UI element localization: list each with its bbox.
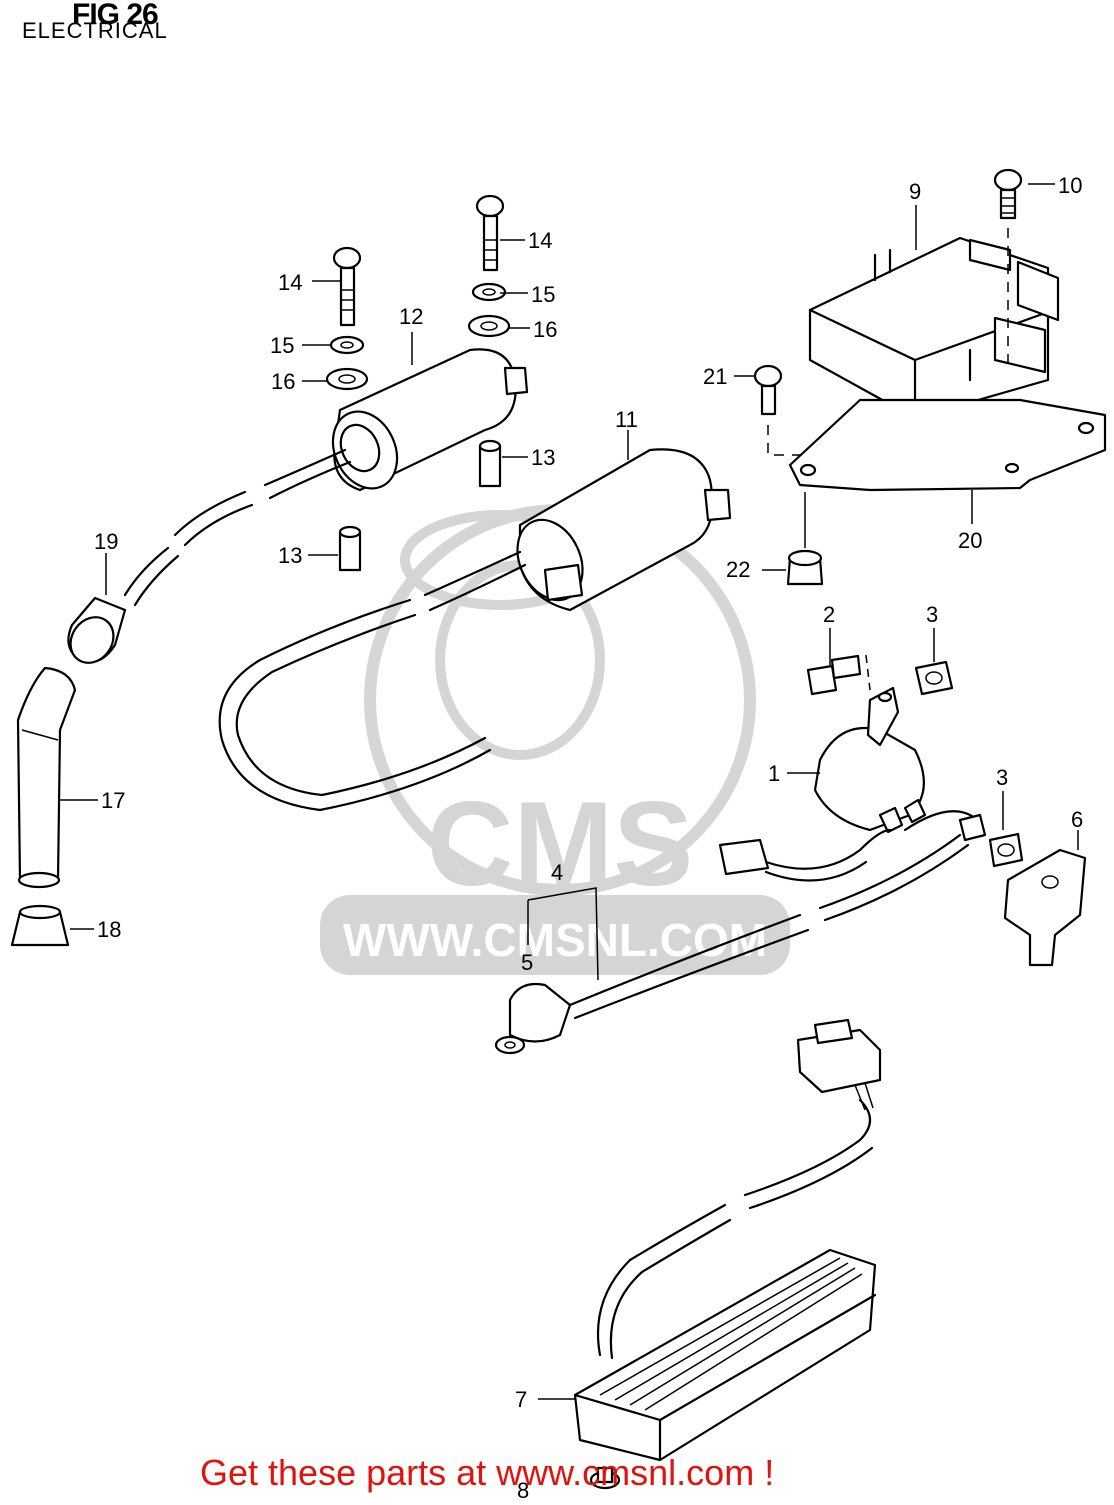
part-18-cap [10,904,70,947]
part-15-washer-left [329,335,365,355]
part-11-ignition-coil [218,448,732,812]
figure-title: FIG 26 [72,0,159,31]
part-22-nut [786,492,824,586]
part-8-screw [589,1466,621,1490]
footer-link[interactable]: Get these parts at www.cmsnl.com ! [200,1452,775,1493]
part-19-plug-cap [67,596,127,664]
part-16-washer-right [467,314,511,338]
callout-4: 4 [551,860,563,885]
cms-watermark: CMS WWW.CMSNL.COM [320,504,790,975]
part-12-ignition-coil [123,348,529,607]
part-16-washer-left [325,367,369,391]
part-9-ecu [808,236,1060,420]
part-21-screw [753,364,808,456]
callout-15-left: 15 [270,333,294,358]
callout-2: 2 [823,602,835,627]
watermark-brand: CMS [427,777,694,911]
part-6-terminal-cover [1003,848,1087,967]
watermark-url: WWW.CMSNL.COM [343,914,767,966]
part-20-bracket [788,398,1107,492]
callout-22: 22 [726,557,750,582]
callout-3-upper: 3 [926,602,938,627]
leader-lines [60,183,1079,1400]
callout-10: 10 [1058,173,1082,198]
part-13-spacer-lower [338,525,362,572]
callout-13-upper: 13 [531,445,555,470]
part-3-nut-lower [988,832,1024,868]
part-13-spacer-upper [478,439,502,488]
callout-labels: 1 2 3 3 4 5 6 7 8 9 10 11 12 13 13 14 14… [94,173,1083,1503]
callout-14-right: 14 [528,228,552,253]
callout-3-lower: 3 [996,765,1008,790]
callout-1: 1 [768,761,780,786]
callout-5: 5 [521,950,533,975]
callout-14-left: 14 [278,270,302,295]
figure-subtitle: ELECTRICAL [22,18,168,43]
part-7-regulator [573,1018,882,1462]
callout-7: 7 [515,1387,527,1412]
callout-20: 20 [958,528,982,553]
callout-21: 21 [703,364,727,389]
callout-8: 8 [517,1478,529,1500]
callout-19: 19 [94,529,118,554]
callout-6: 6 [1071,807,1083,832]
part-1-starter-relay [718,686,977,882]
part-14-bolt-right [475,194,505,272]
part-17-boot [16,666,77,889]
part-2-bolt [806,654,871,696]
callout-11: 11 [615,407,638,432]
part-14-bolt-left [332,246,362,327]
callout-9: 9 [909,179,921,204]
part-3-nut-upper [914,660,954,696]
part-4-battery-cable [568,813,987,1020]
part-15-washer-right [471,282,507,302]
callout-12: 12 [399,304,423,329]
callout-16-left: 16 [271,369,295,394]
part-10-screw [993,168,1023,370]
callout-15-right: 15 [531,282,555,307]
callout-13-lower: 13 [278,543,302,568]
part-5-terminal-boot [494,982,572,1055]
callout-16-right: 16 [533,317,557,342]
callout-18: 18 [97,917,121,942]
callout-17: 17 [101,788,125,813]
